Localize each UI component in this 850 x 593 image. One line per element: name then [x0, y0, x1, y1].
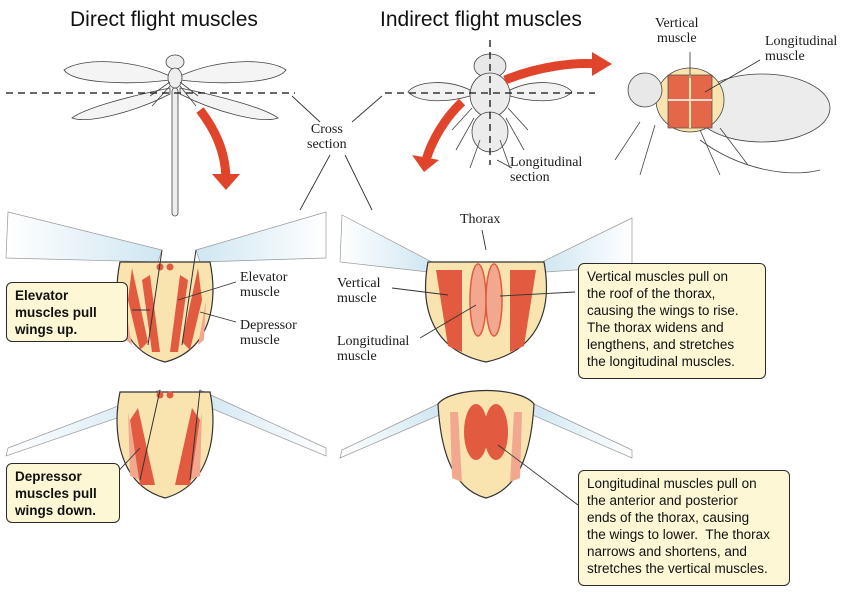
arrow-dragonfly: [196, 107, 231, 179]
indirect-flight-heading: Indirect flight muscles: [380, 8, 582, 31]
depressor-muscle-label: Depressor muscle: [240, 318, 297, 348]
fly-illustration: [407, 53, 573, 169]
direct-wings-down-section: [5, 389, 327, 499]
indirect-wings-up-section: [339, 214, 633, 363]
indirect-wings-down-section: [339, 390, 633, 499]
elevator-muscle-label: Elevator muscle: [240, 270, 288, 300]
depressor-callout: Depressor muscles pull wings down.: [6, 463, 120, 523]
arrow-fly-down: [421, 98, 466, 162]
longitudinal-muscles-callout: Longitudinal muscles pull on the anterio…: [578, 470, 790, 586]
fly-side-view: [614, 67, 831, 176]
longitudinal-muscle-top-label: Longitudinal muscle: [765, 34, 838, 64]
vertical-muscle-label: Vertical muscle: [337, 276, 381, 306]
dragonfly-illustration: [63, 54, 287, 217]
direct-wings-up-section: [5, 211, 327, 363]
vertical-muscles-callout: Vertical muscles pull on the roof of the…: [578, 263, 766, 379]
direct-flight-heading: Direct flight muscles: [70, 8, 258, 31]
longitudinal-muscle-label: Longitudinal muscle: [337, 334, 410, 364]
longitudinal-section-label: Longitudinal section: [510, 155, 583, 185]
vertical-muscle-top-label: Vertical muscle: [655, 16, 699, 46]
elevator-callout: Elevator muscles pull wings up.: [6, 282, 128, 342]
thorax-label: Thorax: [460, 212, 501, 227]
cross-section-label: Cross section: [307, 122, 347, 152]
arrow-fly-right: [503, 59, 599, 85]
